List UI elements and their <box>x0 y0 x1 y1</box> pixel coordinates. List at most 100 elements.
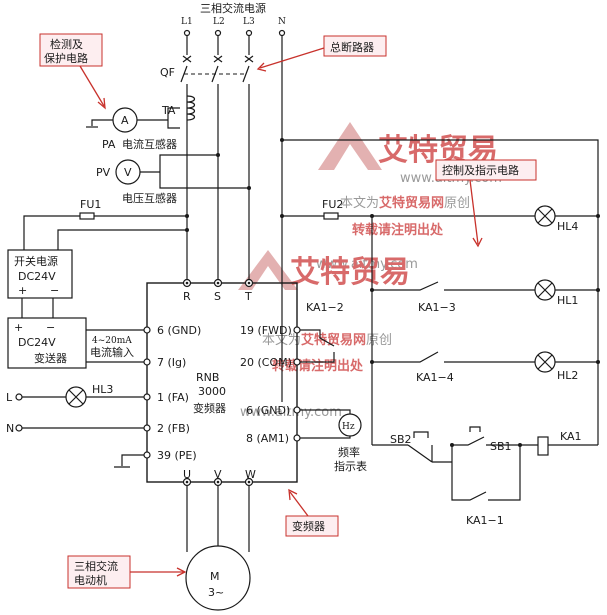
callout-inverter-text: 变频器 <box>292 519 325 533</box>
vfd-term-com: 20 (COM) <box>240 356 292 369</box>
watermark-logo-icon-2 <box>238 250 298 290</box>
motor-letter: M <box>210 570 220 583</box>
current-input-line2: 电流输入 <box>90 345 134 359</box>
psu-line1: 开关电源 <box>14 254 58 268</box>
current-transformer-coil <box>186 95 196 121</box>
source-terminals <box>183 29 286 37</box>
lamp-hl1 <box>534 279 556 301</box>
pv-label: PV <box>96 166 111 179</box>
psu-minus: − <box>50 284 59 297</box>
vfd-term-ig: 7 (Ig) <box>157 356 186 369</box>
vfd-top-terminals: R S T <box>182 278 254 303</box>
vfd-terminal-t: T <box>244 290 252 303</box>
callout-control-box <box>435 159 537 181</box>
frequency-meter: Hz <box>338 413 362 437</box>
phase-label-n: N <box>278 17 286 27</box>
vfd-term-am1: 8 (AM1) <box>246 432 289 445</box>
callout-breaker-box <box>323 35 387 57</box>
phase-labels: L1 L2 L3 N <box>181 17 286 27</box>
breaker-qf <box>180 55 254 83</box>
callout-breaker: 总断路器 <box>256 35 387 72</box>
current-input-line1: 4~20mA <box>92 336 132 346</box>
voltmeter-symbol: V <box>124 166 132 179</box>
input-l-label: L <box>6 391 13 404</box>
vfd-model-line2: 3000 <box>198 385 226 398</box>
lamp-hl4-label: HL4 <box>557 220 578 233</box>
vfd-model-line1: RNB <box>196 371 219 384</box>
callout-motor-line1: 三相交流 <box>74 559 118 573</box>
sb1-label: SB1 <box>490 440 512 453</box>
lamp-hl3 <box>65 386 87 408</box>
lamp-hl2 <box>534 351 556 373</box>
vfd-terminal-s: S <box>214 290 221 303</box>
sb2-label: SB2 <box>390 433 412 446</box>
power-source-title: 三相交流电源 <box>200 1 266 15</box>
fu2-label: FU2 <box>322 198 343 211</box>
contact-ka1-4-label: KA1−4 <box>416 371 454 384</box>
vfd-terminal-r: R <box>183 290 191 303</box>
watermark-url-3: www.aitmy.com <box>240 405 342 420</box>
phase-label-l2: L2 <box>213 17 225 27</box>
callout-detect: 检测及 保护电路 <box>39 33 106 110</box>
fuse-fu1 <box>79 212 95 220</box>
callout-detect-box <box>39 33 103 67</box>
callout-detect-line2: 保护电路 <box>44 51 88 65</box>
freq-meter-line2: 指示表 <box>334 459 367 473</box>
pv-caption: 电压互感器 <box>122 192 177 205</box>
vfd-term-gnd-left: 6 (GND) <box>157 324 201 337</box>
switch-power-supply <box>7 249 73 299</box>
callout-inverter: 变频器 <box>285 488 339 537</box>
vfd-term-fb: 2 (FB) <box>157 422 190 435</box>
motor-sub: 3~ <box>208 586 224 599</box>
vfd-term-fwd: 19 (FWD) <box>240 324 292 337</box>
lamp-hl4 <box>534 205 556 227</box>
callout-motor: 三相交流 电动机 <box>67 555 187 589</box>
contact-ka1-3-label: KA1−3 <box>418 301 456 314</box>
stop-button-sb2 <box>407 431 452 463</box>
transmitter-line2: 变送器 <box>34 351 67 365</box>
vfd-terminal-u: U <box>183 468 191 481</box>
watermark-url-2: www.aitmy.com <box>316 257 418 272</box>
callout-control-text: 控制及指示电路 <box>442 163 519 177</box>
voltmeter: V <box>115 159 141 185</box>
watermark-note-repost: 转载请注明出处 <box>352 222 444 238</box>
input-n-label: N <box>6 422 14 435</box>
psu-line2: DC24V <box>18 270 56 283</box>
vfd-term-gnd-right: 6 (GND) <box>246 404 290 417</box>
callout-motor-box <box>67 555 131 589</box>
watermark-brand-2: 艾特贸易 <box>290 255 410 290</box>
vfd-left-terminals: 6 (GND) 7 (Ig) 1 (FA) 2 (FB) 39 (PE) <box>143 324 201 462</box>
hz-meter-symbol: Hz <box>342 422 355 432</box>
lamp-hl2-label: HL2 <box>557 369 578 382</box>
watermark-note-top: 本文为艾特贸易网原创 转载请注明出处 www.aitmy.com <box>316 195 470 272</box>
callout-inverter-box <box>285 515 339 537</box>
freq-meter-line1: 频率 <box>338 445 360 459</box>
vfd-bottom-terminals: U V W <box>182 468 256 487</box>
hz-meter-icon <box>338 413 362 437</box>
transmitter-minus: − <box>46 321 55 334</box>
vfd-terminal-v: V <box>214 468 222 481</box>
contact-ka1-1-label: KA1−1 <box>466 514 504 527</box>
pa-caption: 电流互感器 <box>122 137 177 151</box>
lamp-hl3-label: HL3 <box>92 383 113 396</box>
callout-control: 控制及指示电路 <box>435 159 537 248</box>
vfd-name: 变频器 <box>193 401 226 415</box>
phase-label-l1: L1 <box>181 17 193 27</box>
vfd-term-pe: 39 (PE) <box>157 449 197 462</box>
ammeter: A <box>112 107 138 133</box>
vfd-term-fa: 1 (FA) <box>157 391 189 404</box>
fu1-label: FU1 <box>80 198 101 211</box>
phase-label-l3: L3 <box>243 17 255 27</box>
motor-icon <box>185 545 251 611</box>
callout-breaker-text: 总断路器 <box>330 40 374 54</box>
psu-plus: + <box>18 284 27 297</box>
transmitter-line1: DC24V <box>18 336 56 349</box>
watermark-note-prefix: 本文为艾特贸易网原创 <box>340 195 470 211</box>
transmitter-plus: + <box>14 321 23 334</box>
fuse-fu2 <box>323 212 339 220</box>
ammeter-symbol: A <box>121 114 129 127</box>
relay-ka1-coil <box>537 436 549 456</box>
lamp-hl1-label: HL1 <box>557 294 578 307</box>
